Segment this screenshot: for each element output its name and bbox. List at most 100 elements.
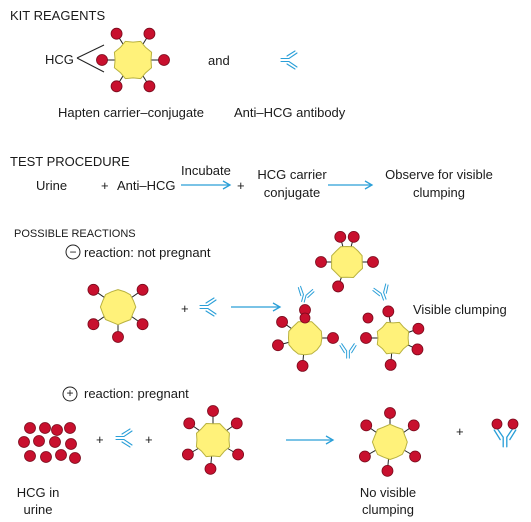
arrow-head <box>272 302 282 312</box>
antibody-stroke <box>115 438 133 446</box>
antibody-stroke <box>205 310 215 317</box>
result-conjugate <box>358 407 422 477</box>
negative-reaction-arrow <box>231 302 282 312</box>
hcg-hapten <box>507 418 519 430</box>
antibody-stroke <box>286 63 296 70</box>
negative-antibody <box>199 297 217 317</box>
clump-antibody-left <box>297 285 315 303</box>
urine-label: Urine <box>36 178 68 193</box>
hcg-hapten <box>143 27 156 40</box>
hcg-hapten <box>358 450 371 463</box>
hcg-pointer-line <box>76 44 105 59</box>
plus-sign: + <box>456 424 464 439</box>
hcg-hapten <box>384 358 397 371</box>
kit-conjugate <box>96 27 170 93</box>
antibody-stroke <box>300 285 304 302</box>
antibody-stroke <box>383 283 387 300</box>
negative-conjugate <box>87 283 149 343</box>
carrier-protein <box>288 321 323 356</box>
clump-top <box>315 230 379 293</box>
hcg-hapten <box>87 283 100 296</box>
hcg-hapten <box>24 422 36 434</box>
hcg-hapten <box>276 316 288 328</box>
hcg-hapten <box>204 462 217 475</box>
hcg-hapten <box>33 435 45 447</box>
hcg-hapten <box>207 405 219 417</box>
hcg-hapten <box>110 27 123 40</box>
carrier-protein <box>113 40 153 80</box>
hcg-hapten <box>51 424 63 436</box>
hcg-carrier-line2: conjugate <box>263 185 321 200</box>
hcg-hapten <box>136 318 149 331</box>
hcg-hapten <box>367 256 379 268</box>
clump-right <box>360 305 425 371</box>
hcg-hapten <box>110 80 123 93</box>
hcg-hapten <box>381 464 394 477</box>
antibody-stroke <box>339 345 345 354</box>
hcg-hapten <box>407 419 420 432</box>
and-label: and <box>208 53 230 68</box>
hcg-hapten <box>299 312 311 324</box>
antibody-stroke <box>493 429 501 441</box>
observe-line2: clumping <box>412 185 466 200</box>
antibody-stroke <box>385 284 389 294</box>
observe-arrow <box>328 180 374 190</box>
no-clumping-line1: No visible <box>359 485 417 500</box>
hcg-hapten <box>230 417 243 430</box>
hcg-in-urine-line1: HCG in <box>16 485 60 500</box>
antibody-stroke <box>341 343 348 359</box>
hcg-hapten <box>409 450 422 463</box>
carrier-protein <box>195 423 231 458</box>
hcg-hapten <box>412 322 425 335</box>
clump-antibody-right <box>372 283 389 301</box>
antibody-stroke <box>280 60 298 68</box>
conjugate-caption: Hapten carrier–conjugate <box>58 105 204 120</box>
hcg-hapten <box>360 419 373 432</box>
hcg-hapten <box>112 331 124 343</box>
hcg-hapten <box>327 332 339 344</box>
plus-sign: + <box>181 301 189 316</box>
no-clumping-line2: clumping <box>361 502 415 517</box>
hcg-hapten <box>69 452 81 464</box>
hcg-in-urine-line2: urine <box>23 502 53 517</box>
hcg-hapten <box>158 54 170 66</box>
hcg-hapten <box>64 422 76 434</box>
carrier-protein <box>371 423 408 460</box>
incubate-label: Incubate <box>181 163 231 178</box>
hcg-hapten <box>332 280 345 293</box>
positive-ring <box>62 386 78 402</box>
hcg-carrier-line1: HCG carrier <box>257 167 327 182</box>
hcg-hapten <box>360 332 372 344</box>
plus-sign: + <box>237 178 245 193</box>
positive-conjugate <box>181 405 245 475</box>
antibody-stroke <box>372 290 381 297</box>
anti-hcg-label: Anti–HCG <box>117 178 176 193</box>
hcg-hapten <box>39 422 51 434</box>
bound-antibody <box>493 426 517 448</box>
hcg-hapten <box>24 450 36 462</box>
negative-reaction-label: reaction: not pregnant <box>84 245 211 260</box>
positive-antibody <box>115 428 133 448</box>
hcg-hapten <box>143 80 156 93</box>
hcg-hapten <box>18 436 30 448</box>
hcg-hapten <box>491 418 503 430</box>
plus-sign: + <box>145 432 153 447</box>
antibody-stroke <box>307 291 315 299</box>
antibody-stroke <box>115 430 133 438</box>
hcg-hapten <box>40 451 52 463</box>
visible-clumping-label: Visible clumping <box>413 302 507 317</box>
plus-sign: + <box>101 178 109 193</box>
antibody-stroke <box>351 345 357 354</box>
hcg-hapten <box>382 305 395 318</box>
antibody-stroke <box>205 297 215 304</box>
hcg-hapten <box>384 407 396 419</box>
antibody-stroke <box>506 426 515 448</box>
hcg-hapten <box>96 54 108 66</box>
hcg-hapten <box>55 449 67 461</box>
antibody-stroke <box>297 287 302 297</box>
antibody-stroke <box>348 343 355 359</box>
antibody-stroke <box>303 289 314 303</box>
hcg-hapten <box>362 312 374 324</box>
hcg-hapten <box>315 256 327 268</box>
antibody-stroke <box>280 52 298 60</box>
